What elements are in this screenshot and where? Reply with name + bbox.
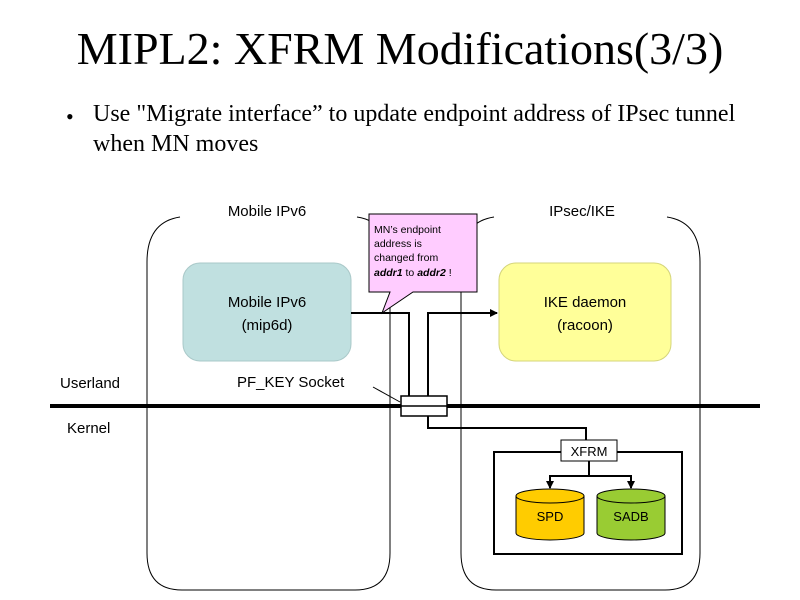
ike-daemon-subtitle: (racoon) — [557, 317, 613, 334]
xfrm-label: XFRM — [571, 444, 608, 459]
callout-end: ! — [446, 267, 452, 279]
callout-line-4: addr1 to addr2 ! — [374, 267, 452, 279]
pfkey-to-ike-arrow — [427, 309, 498, 396]
callout-to: to — [403, 267, 418, 279]
xfrm-to-sadb-arrow — [589, 475, 635, 489]
callout-addr1: addr1 — [374, 267, 403, 279]
sadb-label: SADB — [613, 509, 648, 524]
callout-addr2: addr2 — [417, 267, 446, 279]
mip6d-subtitle: (mip6d) — [242, 317, 293, 334]
spd-database: SPD — [515, 488, 585, 541]
callout-balloon — [368, 213, 478, 315]
slide-title: MIPL2: XFRM Modifications(3/3) — [76, 23, 724, 74]
callout-line-2: address is — [374, 238, 422, 250]
callout-line-1: MN’s endpoint — [374, 224, 441, 236]
pfkey-socket-label: PF_KEY Socket — [237, 374, 345, 391]
mip6d-title: Mobile IPv6 — [228, 294, 306, 311]
bullet-marker: • — [66, 104, 74, 129]
userland-label: Userland — [60, 375, 120, 392]
spd-label: SPD — [537, 509, 564, 524]
mip6d-box — [182, 262, 352, 362]
mip6d-to-pfkey-line — [351, 312, 410, 396]
callout-line-3: changed from — [374, 252, 438, 264]
pfkey-to-xfrm-line — [427, 416, 587, 440]
ipsec-ike-region-label: IPsec/IKE — [549, 203, 615, 220]
xfrm-to-spd-arrow — [546, 461, 590, 489]
ike-daemon-title: IKE daemon — [544, 294, 627, 311]
ike-daemon-box — [498, 262, 672, 362]
kernel-label: Kernel — [67, 420, 110, 437]
bullet-text: Use "Migrate interface” to update endpoi… — [93, 101, 736, 157]
mobile-ipv6-region-label: Mobile IPv6 — [228, 203, 306, 220]
sadb-database: SADB — [596, 488, 666, 541]
pfkey-label-leader — [372, 386, 401, 403]
